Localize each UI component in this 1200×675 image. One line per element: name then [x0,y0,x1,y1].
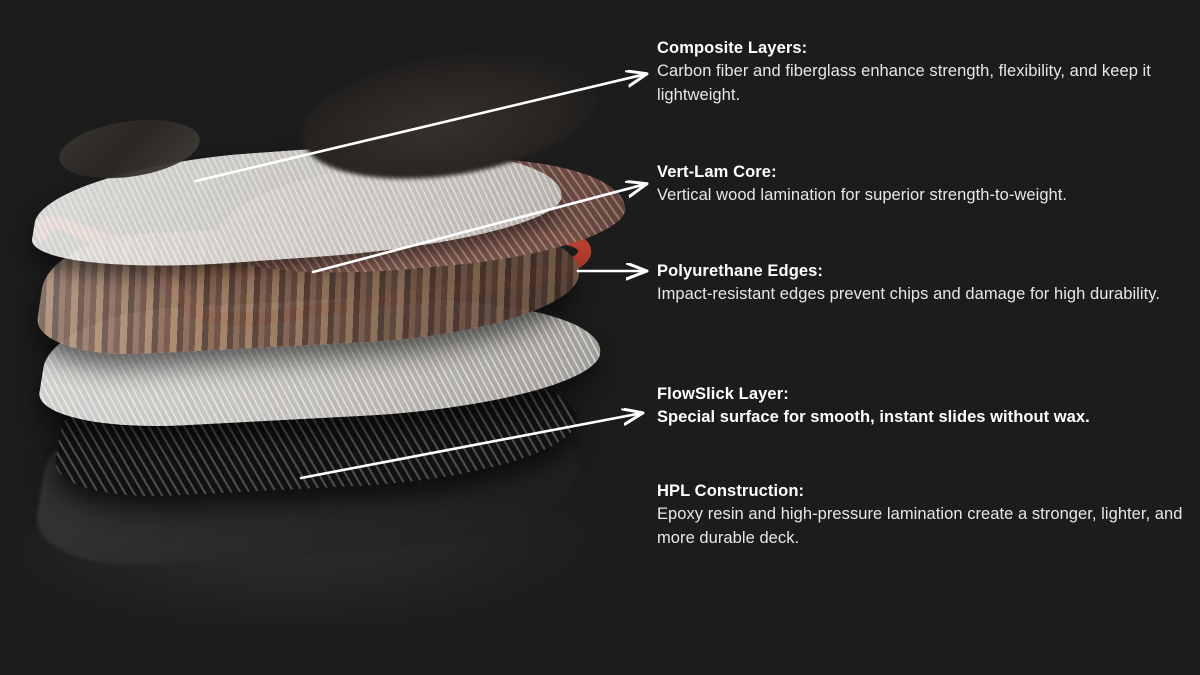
callout-body: Epoxy resin and high-pressure lamination… [657,505,1183,547]
callout-body: Special surface for smooth, instant slid… [657,408,1090,427]
exploded-deck-illustration [20,32,629,640]
callout-title: Composite Layers: [657,39,808,57]
callout-hpl-construction: HPL Construction: Epoxy resin and high-p… [657,480,1187,550]
callout-body: Impact-resistant edges prevent chips and… [657,285,1160,304]
callout-body: Carbon fiber and fiberglass enhance stre… [657,62,1151,104]
callout-vert-lam-core: Vert-Lam Core: Vertical wood lamination … [657,161,1187,208]
callout-title: FlowSlick Layer: [657,385,789,403]
callout-title: Polyurethane Edges: [657,262,824,280]
callout-flowslick-layer: FlowSlick Layer: Special surface for smo… [657,383,1187,430]
callout-title: Vert-Lam Core: [657,163,777,181]
callout-polyurethane-edges: Polyurethane Edges: Impact-resistant edg… [657,260,1187,307]
callout-title: HPL Construction: [657,482,805,500]
callout-composite-layers: Composite Layers: Carbon fiber and fiber… [657,37,1187,107]
callout-body: Vertical wood lamination for superior st… [657,186,1068,205]
